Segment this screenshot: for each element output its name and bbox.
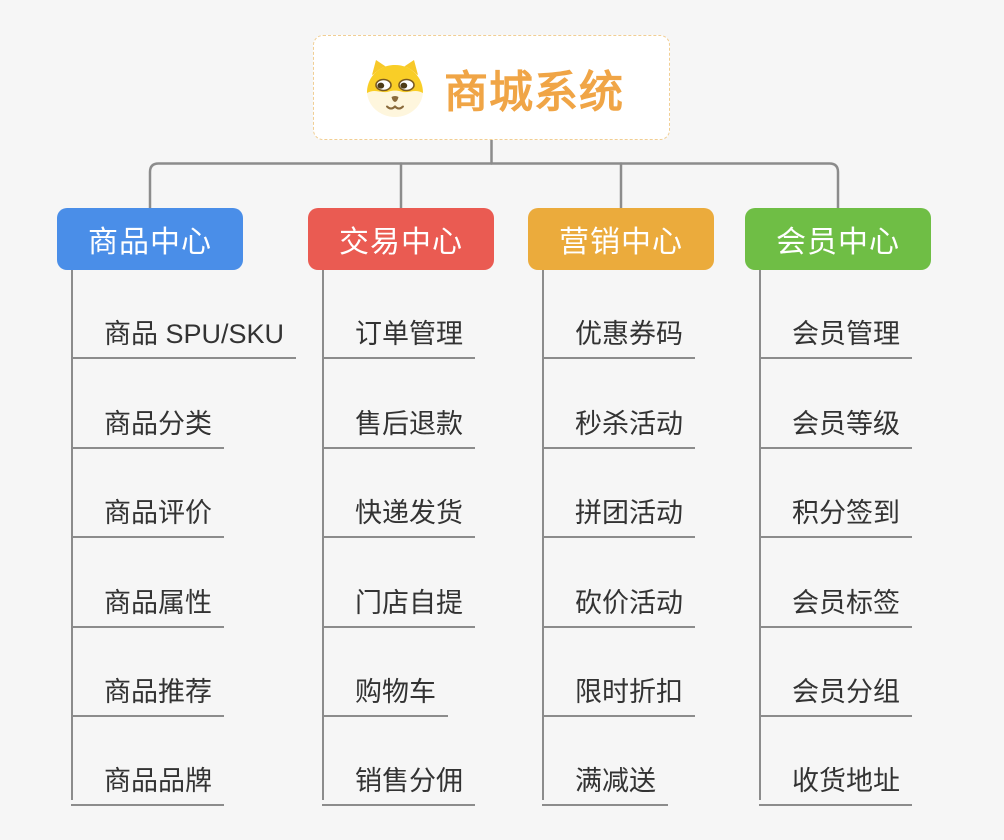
branch-column-member: 会员中心 会员管理会员等级积分签到会员标签会员分组收货地址 [745, 208, 931, 807]
leaf-slot: 限时折扣 [528, 628, 714, 717]
leaf-slot: 售后退款 [308, 359, 494, 449]
leaf-item[interactable]: 会员分组 [759, 670, 912, 717]
leaf-item[interactable]: 商品属性 [71, 581, 224, 628]
leaf-slot: 收货地址 [745, 717, 931, 807]
leaf-item[interactable]: 砍价活动 [542, 581, 695, 628]
branch-column-trade: 交易中心 订单管理售后退款快递发货门店自提购物车销售分佣 [308, 208, 494, 807]
leaf-item[interactable]: 购物车 [322, 670, 448, 717]
leaf-slot: 会员等级 [745, 359, 931, 449]
branch-column-product: 商品中心 商品 SPU/SKU 商品分类商品评价商品属性商品推荐商品品牌 [57, 208, 297, 807]
leaf-item[interactable]: 限时折扣 [542, 670, 695, 717]
leaf-item[interactable]: 售后退款 [322, 402, 475, 449]
leaf-slot: 秒杀活动 [528, 359, 714, 449]
root-node[interactable]: 商城系统 [313, 35, 670, 140]
branch-column-marketing: 营销中心 优惠券码秒杀活动拼团活动砍价活动限时折扣满减送 [528, 208, 714, 807]
leaf-item[interactable]: 商品品牌 [71, 759, 224, 807]
leaf-slot: 快递发货 [308, 449, 494, 539]
leaf-slot: 销售分佣 [308, 717, 494, 807]
branch-connector-line [759, 270, 761, 800]
branch-children: 订单管理售后退款快递发货门店自提购物车销售分佣 [308, 270, 494, 807]
leaf-item[interactable]: 订单管理 [322, 312, 475, 360]
leaf-slot: 门店自提 [308, 538, 494, 628]
leaf-slot: 商品分类 [57, 359, 243, 449]
branch-children: 优惠券码秒杀活动拼团活动砍价活动限时折扣满减送 [528, 270, 714, 807]
leaf-item[interactable]: 满减送 [542, 759, 668, 807]
root-title: 商城系统 [444, 67, 624, 117]
leaf-item[interactable]: 商品推荐 [71, 670, 224, 717]
leaf-slot: 拼团活动 [528, 449, 714, 539]
leaf-item[interactable]: 门店自提 [322, 581, 475, 628]
leaf-slot: 会员标签 [745, 538, 931, 628]
leaf-slot: 订单管理 [308, 270, 494, 360]
branch-children: 商品 SPU/SKU 商品分类商品评价商品属性商品推荐商品品牌 [57, 270, 297, 807]
leaf-item[interactable]: 会员等级 [759, 402, 912, 449]
branch-children: 会员管理会员等级积分签到会员标签会员分组收货地址 [745, 270, 931, 807]
leaf-slot: 购物车 [308, 628, 494, 717]
leaf-slot: 商品推荐 [57, 628, 243, 717]
branch-header-member-center[interactable]: 会员中心 [745, 208, 931, 270]
leaf-item[interactable]: 优惠券码 [542, 312, 695, 360]
leaf-slot: 优惠券码 [528, 270, 714, 360]
leaf-item[interactable]: 会员管理 [759, 312, 912, 360]
branch-header-product-center[interactable]: 商品中心 [57, 208, 243, 270]
leaf-slot: 商品评价 [57, 449, 243, 539]
leaf-item[interactable]: 商品评价 [71, 491, 224, 539]
leaf-slot: 商品品牌 [57, 717, 243, 807]
dog-icon [359, 57, 431, 119]
leaf-item[interactable]: 拼团活动 [542, 491, 695, 539]
branch-header-trade-center[interactable]: 交易中心 [308, 208, 494, 270]
leaf-item[interactable]: 商品 SPU/SKU [71, 312, 297, 360]
leaf-item[interactable]: 会员标签 [759, 581, 912, 628]
leaf-slot: 商品 SPU/SKU [57, 270, 297, 360]
leaf-slot: 积分签到 [745, 449, 931, 539]
branch-header-marketing-center[interactable]: 营销中心 [528, 208, 714, 270]
leaf-item[interactable]: 快递发货 [322, 491, 475, 539]
branch-connector-line [322, 270, 324, 800]
branch-connector-line [71, 270, 73, 800]
leaf-item[interactable]: 商品分类 [71, 402, 224, 449]
leaf-slot: 会员分组 [745, 628, 931, 717]
branch-connector-line [542, 270, 544, 800]
leaf-item[interactable]: 收货地址 [759, 759, 912, 807]
leaf-item[interactable]: 销售分佣 [322, 759, 475, 807]
leaf-item[interactable]: 积分签到 [759, 491, 912, 539]
leaf-slot: 满减送 [528, 717, 714, 807]
leaf-slot: 商品属性 [57, 538, 243, 628]
leaf-item[interactable]: 秒杀活动 [542, 402, 695, 449]
leaf-slot: 砍价活动 [528, 538, 714, 628]
leaf-slot: 会员管理 [745, 270, 931, 360]
